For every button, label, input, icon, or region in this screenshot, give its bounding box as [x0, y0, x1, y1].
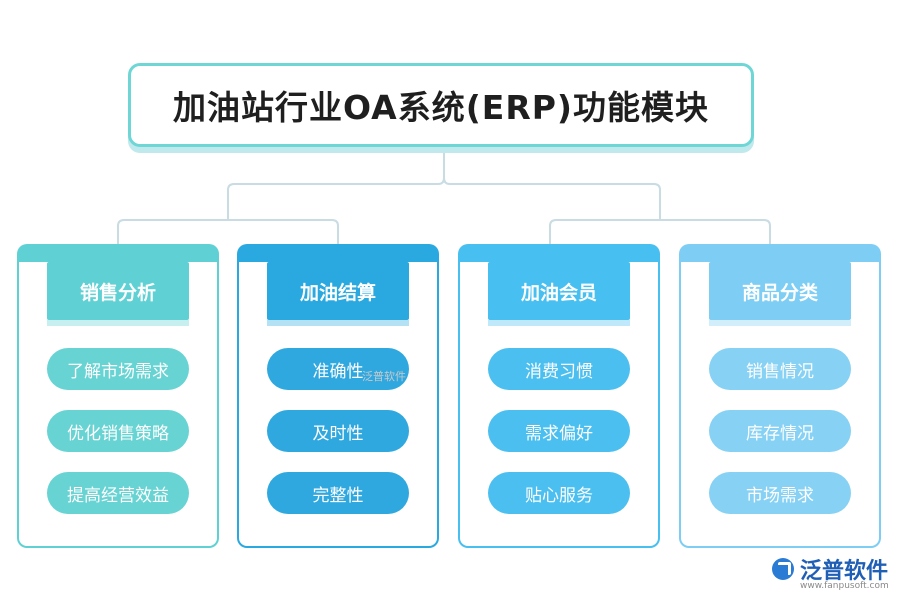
module-header: 商品分类	[709, 262, 851, 326]
module-header: 加油会员	[488, 262, 630, 326]
module-header: 加油结算	[267, 262, 409, 326]
page-title: 加油站行业OA系统(ERP)功能模块	[172, 88, 709, 127]
brand-logo-icon	[772, 558, 794, 580]
connector-trunk-left	[227, 177, 445, 220]
module-item: 完整性	[267, 472, 409, 514]
module-item: 了解市场需求	[47, 348, 189, 390]
module-item: 销售情况	[709, 348, 851, 390]
brand-logo: 泛普软件	[772, 553, 888, 585]
brand-logo-url: www.fanpusoft.com	[800, 581, 889, 591]
module-item: 及时性	[267, 410, 409, 452]
connector-trunk	[443, 143, 661, 220]
title-box: 加油站行业OA系统(ERP)功能模块	[128, 63, 754, 147]
connector-branch-right	[549, 219, 771, 244]
module-header: 销售分析	[47, 262, 189, 326]
connector-branch-left	[117, 219, 339, 244]
module-item: 提高经营效益	[47, 472, 189, 514]
module-column: 商品分类销售情况库存情况市场需求	[679, 244, 881, 548]
module-item: 贴心服务	[488, 472, 630, 514]
module-item: 市场需求	[709, 472, 851, 514]
module-column: 加油会员消费习惯需求偏好贴心服务	[458, 244, 660, 548]
module-item: 准确性	[267, 348, 409, 390]
module-item: 优化销售策略	[47, 410, 189, 452]
module-item: 库存情况	[709, 410, 851, 452]
watermark-text: 泛普软件	[362, 370, 406, 383]
brand-logo-name: 泛普软件	[800, 559, 889, 584]
module-item: 消费习惯	[488, 348, 630, 390]
module-item: 需求偏好	[488, 410, 630, 452]
module-column: 加油结算准确性及时性完整性	[237, 244, 439, 548]
module-column: 销售分析了解市场需求优化销售策略提高经营效益	[17, 244, 219, 548]
